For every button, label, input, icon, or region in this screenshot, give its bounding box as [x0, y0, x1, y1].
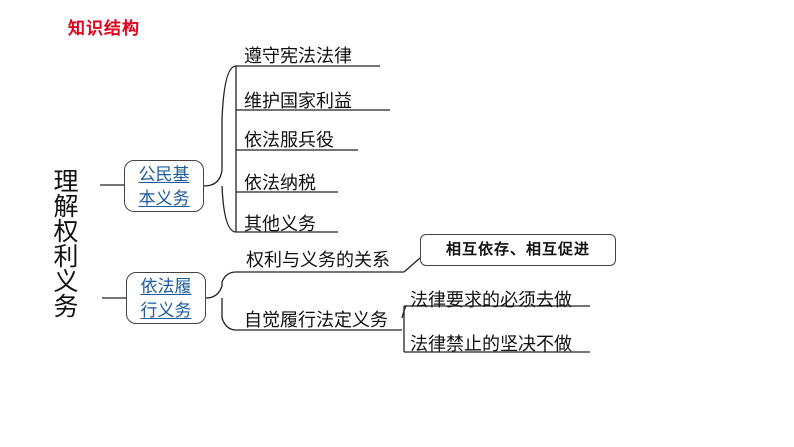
leaf-item: 其他义务 — [244, 214, 316, 235]
brace-1-lower — [221, 185, 237, 233]
root-topic: 理解权利义务 — [50, 168, 79, 318]
brace-2-upper — [205, 271, 237, 299]
relation-label: 权利与义务的关系 — [246, 250, 390, 271]
branch-label-line1: 依法履 — [140, 277, 192, 297]
brace-2-lower — [221, 298, 237, 331]
self-duty-label: 自觉履行法定义务 — [244, 310, 388, 331]
leaf-item: 遵守宪法法律 — [244, 46, 352, 67]
branch-label-line1: 公民基 — [138, 165, 190, 185]
leaf-item: 维护国家利益 — [244, 91, 352, 112]
section-title: 知识结构 — [68, 19, 140, 39]
callout-pointer — [403, 257, 421, 273]
sub-item: 法律要求的必须去做 — [410, 290, 572, 311]
leaf-item: 依法纳税 — [244, 173, 316, 194]
branch-box-fulfill-duties: 依法履 行义务 — [126, 272, 206, 324]
brace-1-upper — [203, 65, 237, 187]
sub-item: 法律禁止的坚决不做 — [410, 334, 572, 355]
branch-label-line2: 本义务 — [138, 189, 190, 209]
leaf-item: 依法服兵役 — [244, 130, 334, 151]
branch-box-civic-duties: 公民基 本义务 — [124, 160, 204, 212]
branch-label-line2: 行义务 — [140, 301, 192, 321]
relation-callout: 相互依存、相互促进 — [420, 234, 616, 266]
